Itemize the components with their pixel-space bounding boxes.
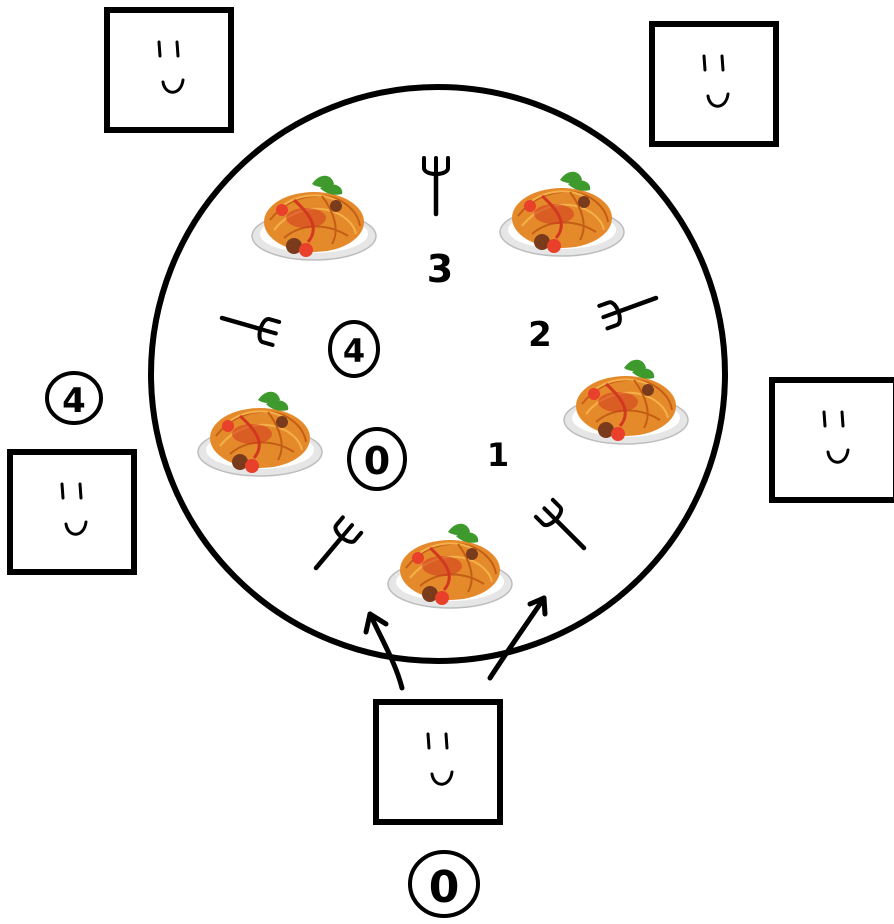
svg-text:0: 0: [429, 862, 460, 913]
philosopher-3-smiley-face-icon: [107, 10, 231, 130]
svg-text:4: 4: [343, 332, 365, 370]
philosopher-4-smiley-face-icon: [10, 452, 134, 572]
philosopher-1-smiley-face-icon: [772, 380, 894, 500]
svg-text:0: 0: [364, 439, 390, 483]
philosopher-0-smiley-face-icon: [376, 702, 500, 822]
svg-text:4: 4: [62, 381, 86, 421]
philosopher-label-0: 0: [410, 852, 478, 916]
fork-label-1: 1: [487, 436, 509, 474]
philosopher-2-smiley-face-icon: [652, 24, 776, 144]
philosopher-label-4: 4: [47, 373, 101, 423]
fork-label-2: 2: [528, 315, 552, 355]
fork-label-3: 3: [427, 247, 453, 291]
